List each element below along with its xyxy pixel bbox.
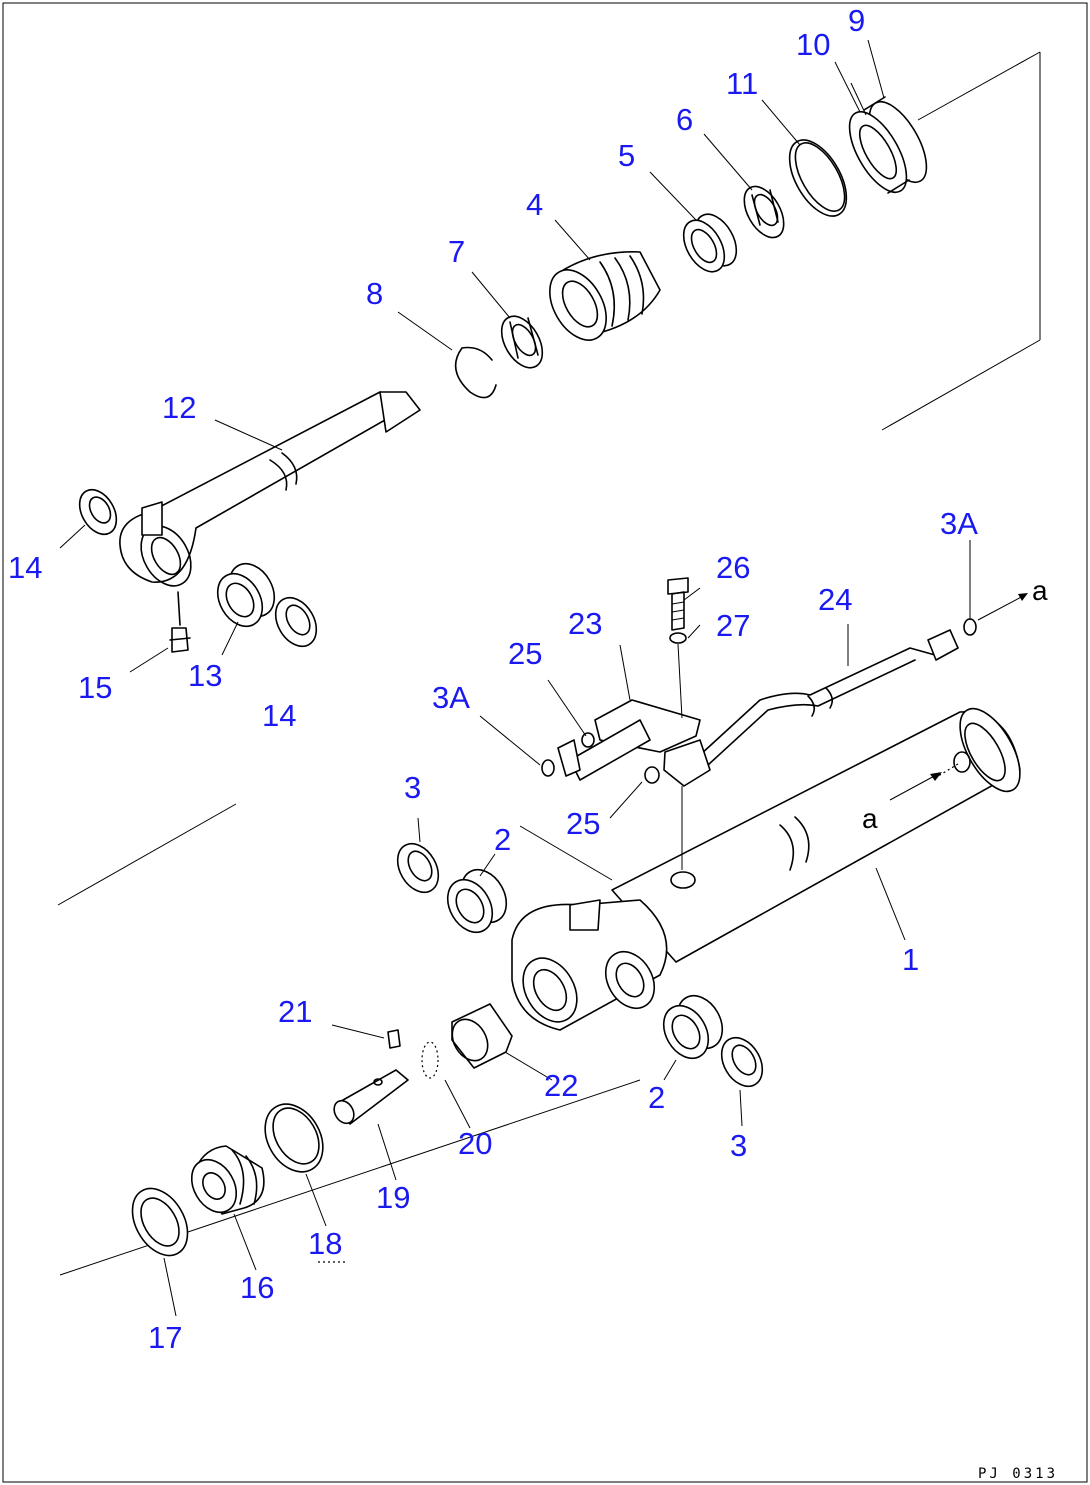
part-6-slotted-ring [743, 185, 785, 239]
part-13-bushing [216, 562, 276, 628]
callout-21: 21 [278, 994, 312, 1029]
direction-mark-upper: a [1032, 575, 1048, 606]
arrow-a-upper [977, 593, 1028, 621]
callout-13: 13 [188, 658, 222, 693]
leader-lines [59, 39, 971, 1317]
part-10-ring [850, 82, 867, 116]
part-17-cap [131, 1187, 189, 1257]
callout-3-upper: 3 [404, 770, 421, 805]
callout-23: 23 [568, 606, 602, 641]
callout-22: 22 [544, 1068, 578, 1103]
part-22-nut [451, 1003, 513, 1069]
callout-25-lower: 25 [566, 806, 600, 841]
direction-mark-lower: a [862, 803, 878, 834]
part-3-seal-lower [720, 1036, 764, 1088]
callout-14-left: 14 [8, 550, 42, 585]
callout-14-right: 14 [262, 698, 296, 733]
callout-18: 18 [308, 1226, 342, 1261]
part-23-clamp-block [541, 699, 711, 870]
callout-5: 5 [618, 138, 635, 173]
callout-1: 1 [902, 942, 919, 977]
callout-12: 12 [162, 390, 196, 425]
callout-26: 26 [716, 550, 750, 585]
part-8-snap-ring [454, 346, 497, 399]
drawing-code: PJ 0313 [978, 1466, 1058, 1482]
part-14-seal-right [274, 596, 318, 648]
callout-16: 16 [240, 1270, 274, 1305]
callout-27: 27 [716, 608, 750, 643]
callout-19: 19 [376, 1180, 410, 1215]
callout-3A-left: 3A [432, 680, 470, 715]
part-4-piston [549, 251, 661, 341]
part-15-grease-fitting [169, 627, 191, 653]
callout-25-upper: 25 [508, 636, 542, 671]
part-18-ring [264, 1103, 324, 1173]
part-2-bushing-upper [446, 868, 508, 934]
part-1-cylinder-tube [511, 707, 1021, 1031]
part-16-piston-valve [190, 1145, 265, 1215]
callout-8: 8 [366, 276, 383, 311]
callout-2-upper: 2 [494, 822, 511, 857]
part-2-bushing-lower [662, 994, 724, 1060]
arrow-a-lower [889, 772, 942, 801]
callout-7: 7 [448, 234, 465, 269]
callout-9: 9 [848, 3, 865, 38]
callout-3-lower: 3 [730, 1128, 747, 1163]
part-20-ball [421, 1041, 439, 1079]
part-24-pipe [699, 618, 977, 766]
part-27-washer [669, 632, 687, 719]
callout-17: 17 [148, 1320, 182, 1355]
callout-15: 15 [78, 670, 112, 705]
upper-axis-lines [881, 51, 1041, 431]
callout-24: 24 [818, 582, 852, 617]
part-14-seal-left [78, 488, 118, 536]
callout-11: 11 [726, 66, 758, 101]
part-19-pin [333, 1069, 409, 1125]
callout-4: 4 [526, 187, 543, 222]
callout-6: 6 [676, 102, 693, 137]
callout-3A-right: 3A [940, 506, 978, 541]
part-11-oring [788, 139, 848, 217]
callout-labels: 9 10 11 6 5 4 7 8 12 14 15 13 14 3A 26 2… [8, 3, 978, 1355]
part-9-end-cap [848, 96, 928, 194]
callout-20: 20 [458, 1126, 492, 1161]
callout-10: 10 [796, 27, 830, 62]
part-21-plug [387, 1029, 401, 1049]
part-3-seal-upper [396, 842, 440, 894]
part-26-bolt [667, 577, 689, 631]
part-5-bushing [682, 213, 738, 273]
part-7-slotted-ring [500, 315, 544, 369]
part-12-piston-rod [119, 391, 421, 626]
callout-2-lower: 2 [648, 1080, 665, 1115]
